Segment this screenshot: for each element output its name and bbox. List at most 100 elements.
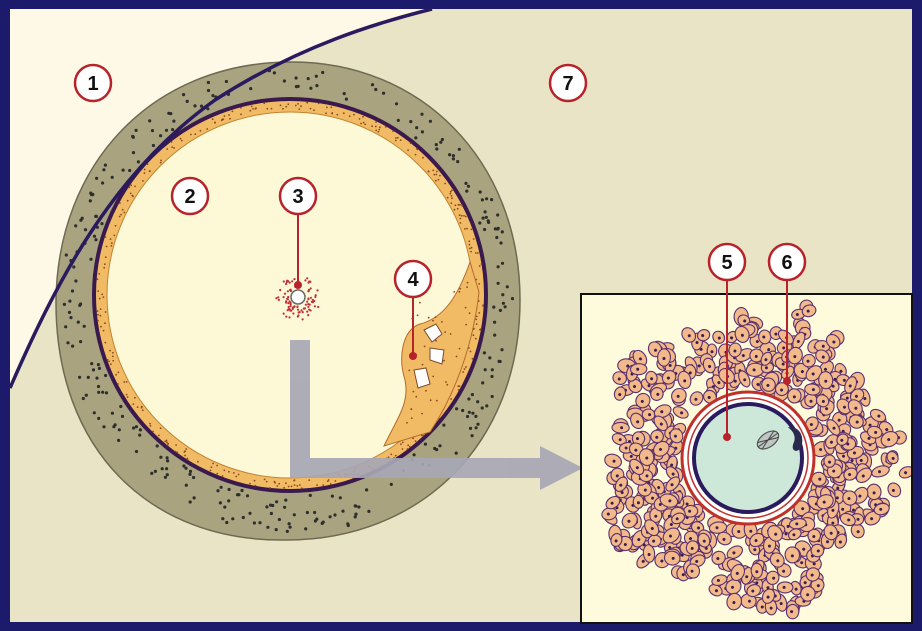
- theca-cell-dot: [429, 120, 432, 123]
- theca-cell-dot: [231, 517, 234, 520]
- granulosa-cell-dot: [200, 130, 202, 132]
- theca-cell-dot: [295, 76, 298, 79]
- theca-cell-dot: [95, 177, 98, 180]
- granulosa-cell-dot: [392, 130, 394, 132]
- label-4: 4: [395, 261, 431, 297]
- cumulus-cell-dot: [450, 333, 452, 335]
- cumulus-cell-dot: [435, 340, 437, 342]
- granulosa-cell-dot: [283, 487, 285, 489]
- theca-cell-dot: [186, 100, 189, 103]
- theca-cell-dot: [137, 160, 140, 163]
- arrow-shaft-horizontal: [290, 458, 542, 478]
- corona-dot: [297, 309, 299, 311]
- theca-cell-dot: [491, 395, 494, 398]
- theca-cell-dot: [475, 426, 478, 429]
- theca-cell-dot: [271, 504, 274, 507]
- theca-cell-dot: [452, 157, 455, 160]
- theca-cell-dot: [395, 102, 398, 105]
- granulosa-cell-dot: [142, 409, 144, 411]
- granulosa-cell-dot: [470, 351, 472, 353]
- theca-cell-dot: [72, 265, 75, 268]
- theca-cell-dot: [494, 227, 497, 230]
- theca-cell-dot: [135, 425, 138, 428]
- cell-nucleus: [857, 518, 860, 521]
- granulosa-cell-dot: [458, 389, 460, 391]
- granulosa-cell-dot: [149, 170, 151, 172]
- granulosa-cell-dot: [130, 193, 132, 195]
- corona-dot: [306, 301, 308, 303]
- theca-cell-dot: [297, 85, 300, 88]
- corona-dot: [307, 298, 309, 300]
- theca-cell-dot: [82, 397, 85, 400]
- theca-cell-dot: [390, 483, 393, 486]
- theca-cell-dot: [118, 428, 121, 431]
- theca-cell-dot: [485, 216, 488, 219]
- corona-dot: [296, 305, 298, 307]
- theca-cell-dot: [188, 473, 191, 476]
- theca-cell-dot: [496, 213, 499, 216]
- granulosa-cell-dot: [167, 443, 169, 445]
- granulosa-cell-dot: [388, 456, 390, 458]
- granulosa-cell-dot: [112, 352, 114, 354]
- granulosa-cell-dot: [390, 454, 392, 456]
- granulosa-cell-dot: [126, 381, 128, 383]
- corona-dot: [314, 296, 316, 298]
- granulosa-cell-dot: [264, 479, 266, 481]
- granulosa-cell-dot: [378, 131, 380, 133]
- cumulus-cell-dot: [410, 408, 412, 410]
- granulosa-cell-dot: [330, 106, 332, 108]
- corona-dot: [303, 308, 305, 310]
- corona-dot: [287, 290, 289, 292]
- cumulus-cell-dot: [467, 282, 469, 284]
- cumulus-cell-dot: [459, 291, 461, 293]
- theca-cell-dot: [448, 153, 451, 156]
- cumulus-cell-dot: [432, 320, 434, 322]
- granulosa-cell-dot: [439, 175, 441, 177]
- theca-cell-dot: [95, 215, 98, 218]
- granulosa-cell-dot: [113, 235, 115, 237]
- theca-cell-dot: [438, 444, 441, 447]
- granulosa-cell-dot: [451, 197, 453, 199]
- granulosa-cell-dot: [349, 115, 351, 117]
- granulosa-cell-dot: [364, 124, 366, 126]
- granulosa-cell-dot: [409, 446, 411, 448]
- granulosa-cell-dot: [473, 334, 475, 336]
- granulosa-cell-dot: [97, 320, 99, 322]
- theca-cell-dot: [184, 467, 187, 470]
- granulosa-cell-dot: [111, 245, 113, 247]
- corona-dot: [285, 302, 287, 304]
- theca-cell-dot: [490, 375, 493, 378]
- theca-cell-dot: [68, 311, 71, 314]
- granulosa-cell-dot: [276, 485, 278, 487]
- granulosa-cell-dot: [322, 484, 324, 486]
- corona-dot: [307, 314, 309, 316]
- corona-dot: [307, 306, 309, 308]
- granulosa-cell-dot: [104, 322, 106, 324]
- cumulus-cell-dot: [465, 324, 467, 326]
- label-6-text: 6: [781, 252, 792, 274]
- theca-cell-dot: [122, 169, 125, 172]
- granulosa-cell-dot: [297, 103, 299, 105]
- theca-cell-dot: [185, 484, 188, 487]
- granulosa-cell-dot: [478, 283, 480, 285]
- theca-cell-dot: [346, 522, 349, 525]
- granulosa-cell-dot: [447, 197, 449, 199]
- granulosa-cell-dot: [118, 371, 120, 373]
- theca-cell-dot: [135, 129, 138, 132]
- granulosa-cell-dot: [112, 360, 114, 362]
- granulosa-cell-dot: [385, 126, 387, 128]
- granulosa-cell-dot: [450, 191, 452, 193]
- leader-dot-3: [295, 282, 301, 288]
- theca-cell-dot: [286, 530, 289, 533]
- granulosa-cell-dot: [473, 238, 475, 240]
- label-3-text: 3: [292, 186, 303, 208]
- granulosa-cell-dot: [293, 480, 295, 482]
- leader-dot-5: [724, 434, 730, 440]
- theca-cell-dot: [499, 360, 502, 363]
- theca-cell-dot: [74, 279, 77, 282]
- theca-cell-dot: [492, 306, 495, 309]
- theca-cell-dot: [154, 470, 157, 473]
- theca-cell-dot: [414, 136, 417, 139]
- theca-cell-dot: [83, 325, 86, 328]
